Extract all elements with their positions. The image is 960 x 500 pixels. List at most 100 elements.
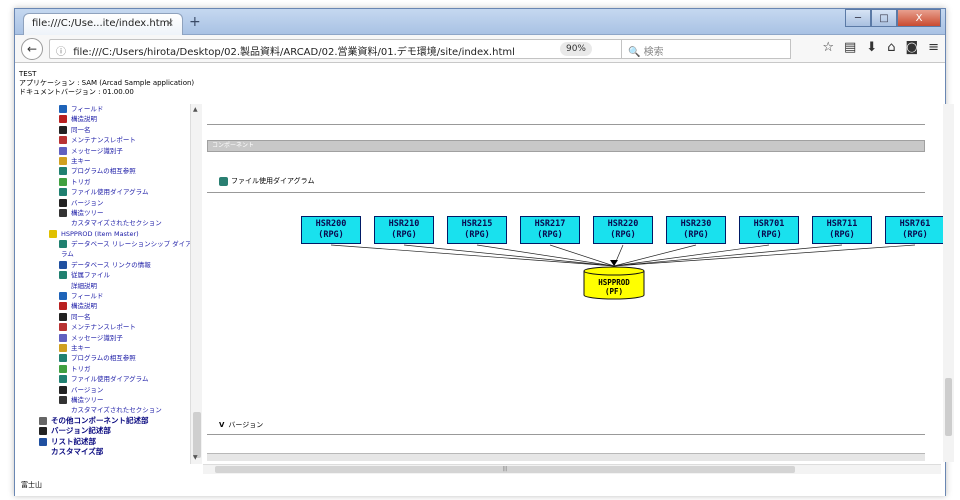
program-node[interactable]: HSR200(RPG) — [301, 216, 361, 244]
sidebar-item[interactable]: メンテナンスレポート — [19, 322, 207, 332]
program-node[interactable]: HSR701(RPG) — [739, 216, 799, 244]
download-icon[interactable]: ⬇ — [866, 40, 878, 55]
program-node[interactable]: HSR220(RPG) — [593, 216, 653, 244]
program-node[interactable]: HSR210(RPG) — [374, 216, 434, 244]
sidebar-item[interactable]: プログラムの相互参照 — [19, 353, 207, 363]
tab-close-icon[interactable]: × — [165, 18, 174, 29]
program-type: (RPG) — [829, 230, 855, 240]
back-button[interactable]: ← — [21, 38, 43, 60]
field-icon — [59, 354, 67, 363]
sidebar-item[interactable]: 構造ツリー — [19, 395, 207, 405]
program-name: HSR215 — [461, 219, 493, 229]
sidebar-item[interactable]: 同一名 — [19, 312, 207, 322]
sidebar-item[interactable]: HSPPROD (Item Master) — [19, 229, 207, 239]
home-icon[interactable]: ⌂ — [887, 40, 896, 55]
scroll-down-icon[interactable]: ▼ — [193, 454, 198, 461]
library-icon[interactable]: ▤ — [844, 40, 857, 55]
menu-icon[interactable]: ≡ — [928, 40, 939, 55]
horizontal-scroll-thumb[interactable]: ||| — [215, 466, 795, 473]
sidebar-section-label: バージョン記述部 — [51, 426, 111, 436]
footer-text: 富士山 — [21, 481, 42, 489]
version-table-header — [207, 453, 925, 461]
sidebar-section-link[interactable]: リスト記述部 — [19, 437, 207, 447]
homonym-icon — [49, 250, 57, 259]
program-node[interactable]: HSR230(RPG) — [666, 216, 726, 244]
program-node[interactable]: HSR761(RPG) — [885, 216, 943, 244]
sidebar-item[interactable]: 主キー — [19, 156, 207, 166]
main-scroll-thumb[interactable] — [945, 378, 952, 436]
maintenance-report-icon — [59, 385, 67, 394]
program-type: (RPG) — [464, 230, 490, 240]
program-name: HSR217 — [534, 219, 566, 229]
sidebar-item[interactable]: トリガ — [19, 177, 207, 187]
new-tab-button[interactable]: + — [189, 14, 201, 30]
sidebar-item-label: ファイル使用ダイアグラム — [71, 188, 149, 197]
navigation-bar: ← ⓘ file:///C:/Users/hirota/Desktop/02.製… — [15, 35, 945, 63]
file-type: (PF) — [605, 287, 623, 296]
sidebar-item[interactable]: フィールド — [19, 291, 207, 301]
sidebar-section-link[interactable]: その他コンポーネント記述部 — [19, 416, 207, 426]
main-vertical-scrollbar[interactable] — [943, 104, 954, 462]
divider — [207, 434, 925, 435]
sidebar-item[interactable]: ラム — [19, 249, 207, 259]
sidebar-item[interactable]: バージョン — [19, 385, 207, 395]
sidebar-item[interactable]: プログラムの相互参照 — [19, 166, 207, 176]
section-icon — [39, 427, 47, 436]
program-node[interactable]: HSR711(RPG) — [812, 216, 872, 244]
maintenance-report-icon — [59, 260, 67, 269]
sidebar-item[interactable]: 同一名 — [19, 125, 207, 135]
info-icon[interactable]: ⓘ — [56, 47, 66, 58]
sidebar-scroll-thumb[interactable] — [193, 412, 201, 458]
sidebar-item-label: バージョン — [71, 385, 104, 394]
search-input[interactable]: 🔍 検索 — [621, 39, 791, 59]
sidebar-item[interactable]: 詳細説明 — [19, 281, 207, 291]
program-type: (RPG) — [902, 230, 928, 240]
sidebar-item-label: バージョン — [71, 198, 104, 207]
header-application: アプリケーション : SAM (Arcad Sample application… — [19, 79, 195, 87]
sidebar-item[interactable]: 構造説明 — [19, 301, 207, 311]
sidebar-item[interactable]: トリガ — [19, 364, 207, 374]
scroll-up-icon[interactable]: ▲ — [193, 106, 198, 113]
sidebar-item[interactable]: ファイル使用ダイアグラム — [19, 374, 207, 384]
sidebar-item[interactable]: 従属ファイル — [19, 270, 207, 280]
minimize-button[interactable]: ─ — [845, 9, 871, 27]
diagram-heading: ファイル使用ダイアグラム — [219, 176, 314, 186]
program-node[interactable]: HSR217(RPG) — [520, 216, 580, 244]
sidebar-section-link[interactable]: カスタマイズ部 — [19, 447, 207, 457]
file-usage-diagram-icon — [59, 312, 67, 321]
sidebar-section-link[interactable]: バージョン記述部 — [19, 426, 207, 436]
main-horizontal-scrollbar[interactable]: ||| — [203, 464, 941, 474]
sidebar-item[interactable]: 主キー — [19, 343, 207, 353]
sidebar-item[interactable]: メンテナンスレポート — [19, 135, 207, 145]
sidebar-item[interactable]: バージョン — [19, 198, 207, 208]
sidebar-item[interactable]: 構造ツリー — [19, 208, 207, 218]
sidebar-item[interactable]: ファイル使用ダイアグラム — [19, 187, 207, 197]
sidebar-item[interactable]: フィールド — [19, 104, 207, 114]
bookmark-star-icon[interactable]: ☆ — [822, 40, 834, 55]
browser-tab[interactable]: file:///C:/Use...ite/index.html × — [23, 13, 183, 35]
database-file-node[interactable]: HSPPROD (PF) — [583, 266, 645, 300]
program-node[interactable]: HSR215(RPG) — [447, 216, 507, 244]
sidebar-item-label: 構造説明 — [71, 302, 97, 311]
sidebar-item[interactable]: データベース リレーションシップ ダイアグ — [19, 239, 207, 249]
address-bar[interactable]: ⓘ file:///C:/Users/hirota/Desktop/02.製品資… — [49, 39, 653, 59]
field-icon — [59, 105, 67, 113]
structure-icon — [59, 115, 67, 124]
sidebar-item-label: 主キー — [71, 156, 91, 165]
close-window-button[interactable]: X — [897, 9, 941, 27]
program-name: HSR220 — [607, 219, 639, 229]
sidebar-item[interactable]: カスタマイズされたセクション — [19, 218, 207, 228]
sidebar-item[interactable]: メッセージ識別子 — [19, 333, 207, 343]
sidebar-item[interactable]: カスタマイズされたセクション — [19, 405, 207, 415]
maximize-button[interactable]: □ — [871, 9, 897, 27]
pocket-icon[interactable]: ◙ — [905, 40, 919, 55]
program-type: (RPG) — [683, 230, 709, 240]
toolbar-icons: ☆ ▤ ⬇ ⌂ ◙ ≡ — [822, 40, 939, 55]
zoom-level[interactable]: 90% — [559, 42, 592, 56]
structure-icon — [59, 364, 67, 373]
sidebar-item[interactable]: データベース リンクの情報 — [19, 260, 207, 270]
sidebar-item[interactable]: 構造説明 — [19, 114, 207, 124]
sidebar-scrollbar[interactable]: ▲ ▼ — [190, 104, 202, 464]
sidebar-item[interactable]: メッセージ識別子 — [19, 146, 207, 156]
